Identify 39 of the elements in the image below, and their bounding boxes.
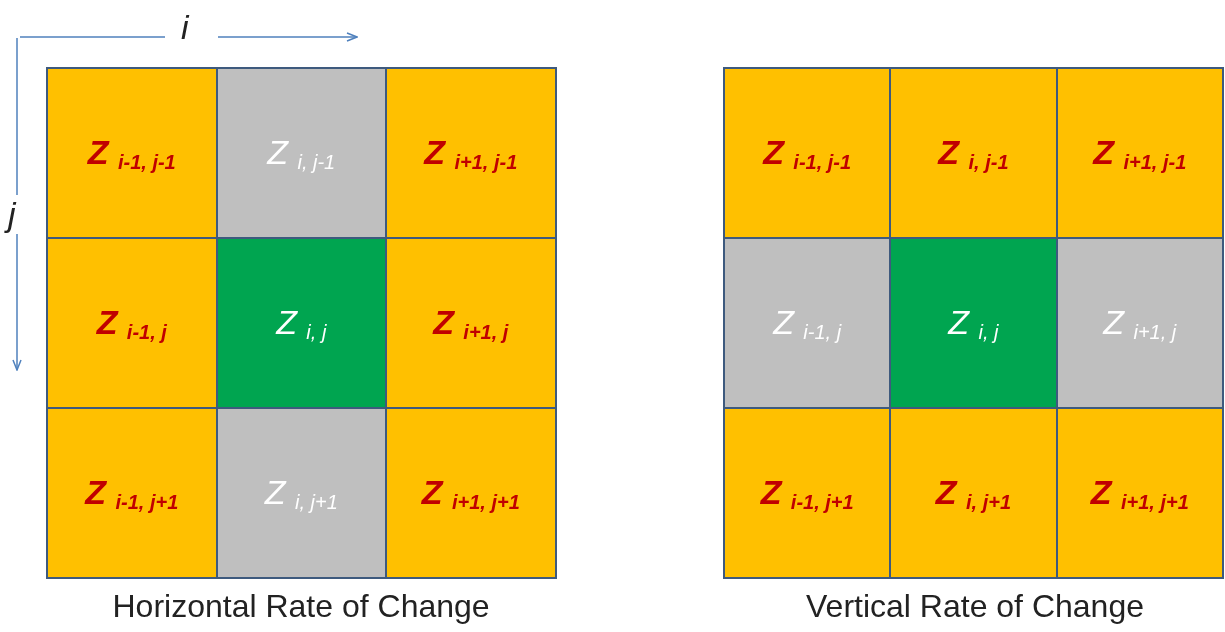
cell-label: Z $_{i-1, j-1}$ [87, 132, 176, 174]
cell-label: Z $_{i, j+1}$ [935, 472, 1012, 514]
cell-label: Z $_{i-1, j+1}$ [85, 472, 179, 514]
cell-label: Z $_{i+1, j}$ [1103, 302, 1177, 344]
neighbor-cell [1055, 407, 1224, 579]
excluded-cell [215, 67, 387, 239]
cell-label: Z $_{i-1, j}$ [773, 302, 842, 344]
cell-label: Z $_{i-1, j+1}$ [760, 472, 854, 514]
neighbor-cell [46, 237, 218, 409]
center-cell [215, 237, 387, 409]
neighbor-cell [385, 67, 557, 239]
cell-label: Z $_{i-1, j}$ [96, 302, 167, 344]
cell-label: Z $_{i+1, j-1}$ [424, 132, 518, 174]
excluded-cell [215, 407, 387, 579]
cell-label: Z $_{i+1, j+1}$ [1090, 472, 1189, 514]
cell-label: Z $_{i, j-1}$ [267, 132, 336, 174]
cell-label: Z $_{i, j}$ [276, 302, 327, 344]
neighbor-cell [385, 407, 557, 579]
excluded-cell [723, 237, 892, 409]
axis-label: i [181, 8, 189, 47]
excluded-cell [1055, 237, 1224, 409]
cell-label: Z $_{i, j-1}$ [938, 132, 1009, 174]
neighbor-cell [46, 67, 218, 239]
cell-label: Z $_{i-1, j-1}$ [763, 132, 852, 174]
center-cell [889, 237, 1058, 409]
cell-label: Z $_{i+1, j+1}$ [421, 472, 520, 514]
cell-label: Z $_{i+1, j}$ [433, 302, 509, 344]
cell-label: Z $_{i, j+1}$ [264, 472, 338, 514]
neighbor-cell [723, 67, 892, 239]
cell-label: Z $_{i+1, j-1}$ [1093, 132, 1187, 174]
neighbor-cell [46, 407, 218, 579]
neighbor-cell [723, 407, 892, 579]
neighbor-cell [1055, 67, 1224, 239]
grid-caption: Horizontal Rate of Change [112, 588, 490, 625]
grid-caption: Vertical Rate of Change [806, 588, 1144, 625]
cell-label: Z $_{i, j}$ [948, 302, 999, 344]
neighbor-cell [889, 407, 1058, 579]
neighbor-cell [385, 237, 557, 409]
neighbor-cell [889, 67, 1058, 239]
